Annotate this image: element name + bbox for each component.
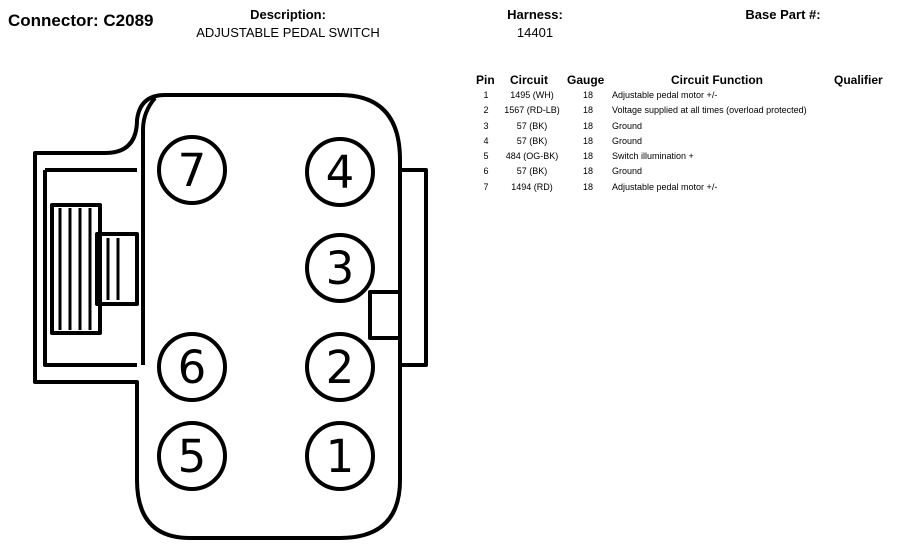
gauge-cell: 18 <box>582 90 593 100</box>
column-header-circuit: Circuit <box>510 73 549 87</box>
gauge-cell: 18 <box>582 166 593 177</box>
connector-title: Connector: C2089 <box>8 11 154 30</box>
connector-face-diagram: 7 4 3 6 2 5 1 <box>33 93 428 540</box>
right-latch <box>400 168 428 367</box>
pin-label: 3 <box>326 242 355 295</box>
pin-cell: 4 <box>483 135 489 146</box>
function-cell: Ground <box>612 120 643 131</box>
table-row: 1 1495 (WH) 18 Adjustable pedal motor +/… <box>470 90 890 105</box>
table-row: 3 57 (BK) 18 Ground <box>470 121 890 136</box>
connector-housing-outline <box>33 93 402 540</box>
table-row: 7 1494 (RD) 18 Adjustable pedal motor +/… <box>470 182 890 197</box>
column-header-pin: Pin <box>476 73 495 87</box>
circuit-cell: 1494 (RD) <box>511 181 553 192</box>
description-label: Description: <box>250 7 326 22</box>
table-row: 2 1567 (RD-LB) 18 Voltage supplied at al… <box>470 105 890 120</box>
circuit-cell: 1495 (WH) <box>510 90 554 100</box>
gauge-cell: 18 <box>582 151 593 162</box>
base-part-label: Base Part #: <box>745 7 821 22</box>
harness-value: 14401 <box>516 25 554 40</box>
function-cell: Ground <box>612 166 643 177</box>
pin-7: 7 <box>157 135 227 205</box>
harness-label: Harness: <box>507 7 563 22</box>
pin-table: 1 1495 (WH) 18 Adjustable pedal motor +/… <box>470 90 890 197</box>
function-cell: Voltage supplied at all times (overload … <box>612 105 807 116</box>
circuit-cell: 484 (OG-BK) <box>505 151 559 162</box>
pin-label: 2 <box>326 341 355 394</box>
pin-cell: 5 <box>483 151 489 162</box>
function-cell: Adjustable pedal motor +/- <box>612 181 718 192</box>
description-value: ADJUSTABLE PEDAL SWITCH <box>196 25 380 40</box>
pin-2: 2 <box>305 332 375 402</box>
table-row: 6 57 (BK) 18 Ground <box>470 166 890 181</box>
pin-label: 1 <box>326 430 355 483</box>
gauge-cell: 18 <box>582 181 593 192</box>
pin-label: 4 <box>326 146 355 199</box>
right-latch-tab <box>368 290 400 340</box>
pin-label: 5 <box>178 430 207 483</box>
pin-5: 5 <box>157 421 227 491</box>
circuit-cell: 57 (BK) <box>516 166 548 177</box>
left-lock-frame <box>43 168 137 367</box>
pin-label: 6 <box>178 341 207 394</box>
pin-cell: 1 <box>483 90 489 100</box>
table-row: 4 57 (BK) 18 Ground <box>470 136 890 151</box>
circuit-cell: 57 (BK) <box>516 120 548 131</box>
pin-cell: 2 <box>483 105 489 116</box>
pin-4: 4 <box>305 137 375 207</box>
circuit-cell: 57 (BK) <box>516 135 548 146</box>
column-header-circuit-function: Circuit Function <box>671 73 763 87</box>
table-row: 5 484 (OG-BK) 18 Switch illumination + <box>470 151 890 166</box>
pin-3: 3 <box>305 233 375 303</box>
column-header-gauge: Gauge <box>567 73 605 87</box>
connector-inner-outline <box>141 96 157 365</box>
pin-cell: 7 <box>483 181 489 192</box>
function-cell: Switch illumination + <box>612 151 694 162</box>
pin-6: 6 <box>157 332 227 402</box>
pin-label: 7 <box>178 144 207 197</box>
left-lock-block <box>50 203 102 335</box>
function-cell: Ground <box>612 135 643 146</box>
circuit-cell: 1567 (RD-LB) <box>504 105 560 116</box>
pin-cell: 6 <box>483 166 489 177</box>
gauge-cell: 18 <box>582 135 593 146</box>
gauge-cell: 18 <box>582 105 593 116</box>
function-cell: Adjustable pedal motor +/- <box>612 90 718 100</box>
left-lock-inner <box>95 232 139 306</box>
pin-cell: 3 <box>483 120 489 131</box>
pin-1: 1 <box>305 421 375 491</box>
column-header-qualifier: Qualifier <box>834 73 883 87</box>
gauge-cell: 18 <box>582 120 593 131</box>
